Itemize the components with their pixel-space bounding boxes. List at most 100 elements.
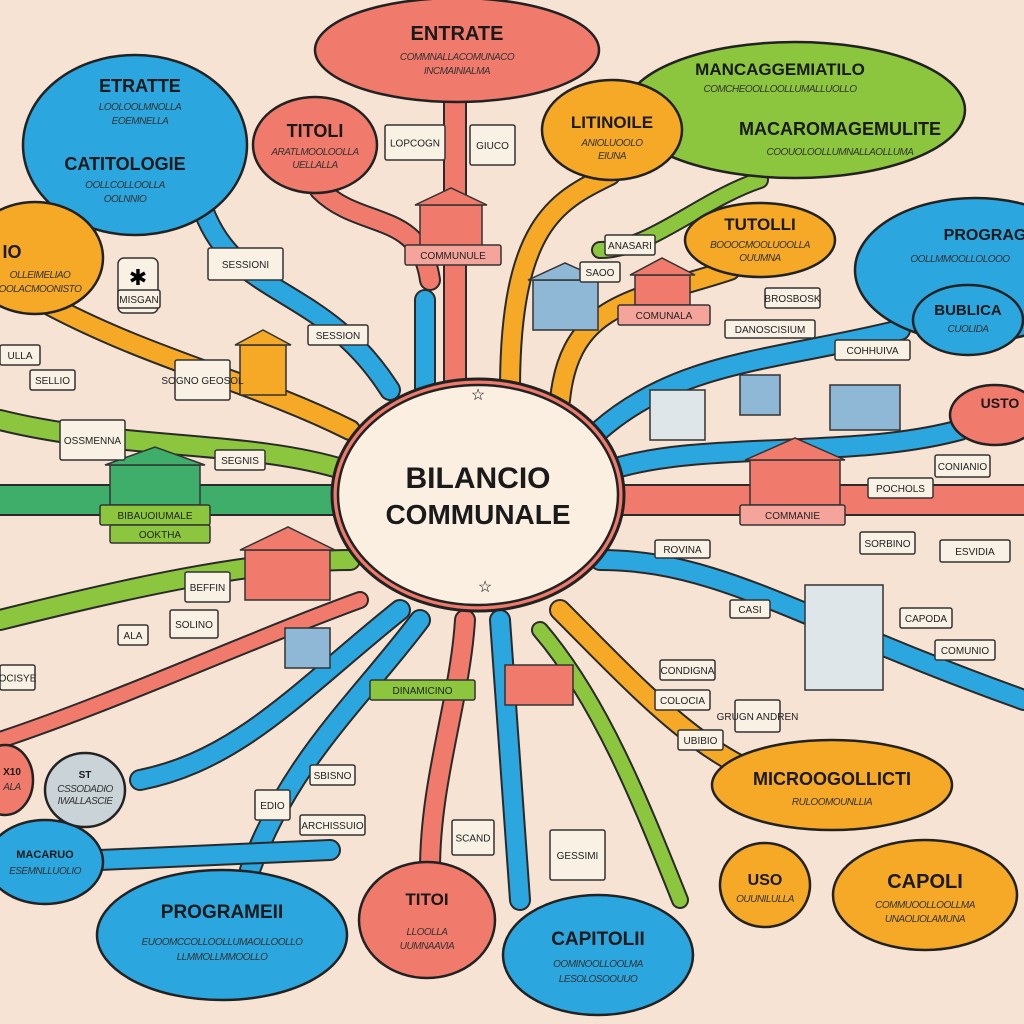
- tag-beffin[interactable]: BEFFIN: [184, 571, 231, 603]
- bubble-subtitle: COMMNALLACOMUNACO: [400, 52, 515, 63]
- tag-dinamicino[interactable]: DINAMICINO: [369, 679, 476, 701]
- tag-comunala[interactable]: COMUNALA: [617, 304, 711, 326]
- tag-sorbino[interactable]: SORBINO: [859, 531, 916, 555]
- label-tags: COMMUNULE COMUNALA COMMANIE BIBAUOIUMALE OOK…: [0, 124, 1011, 881]
- bubble-cssodadio[interactable]: ST CSSODADIO IWALLASCIE: [43, 751, 127, 829]
- bubble-capoli[interactable]: CAPOLI COMMUOOLLOOLLMA UNAOLIOLAMUNA: [831, 838, 1019, 952]
- tag-label: DANOSCISIUM: [735, 325, 806, 336]
- bubble-title: ENTRATE: [411, 23, 504, 45]
- tag-anasari[interactable]: ANASARI: [604, 234, 656, 256]
- bubble-io[interactable]: IO OLLEIMELIAO OOLACMOONISTO: [0, 200, 105, 316]
- bubble-subtitle: UUMNAAVIA: [400, 941, 455, 952]
- tag-danos[interactable]: DANOSCISIUM: [724, 319, 816, 339]
- tag-commanie[interactable]: COMMANIE: [739, 504, 846, 526]
- tag-colocia[interactable]: COLOCIA: [654, 689, 711, 711]
- tag-sessione[interactable]: SESSIONI: [207, 247, 284, 281]
- tag-misgan[interactable]: MISGAN: [117, 289, 161, 309]
- tag-box: [309, 764, 356, 786]
- tag-condigna[interactable]: CONDIGNA: [659, 659, 716, 681]
- building-icons: ✱: [104, 187, 901, 706]
- bubble-left-x10[interactable]: X10 ALA: [0, 743, 35, 817]
- town-hall-icon: [414, 187, 488, 251]
- tag-saoo[interactable]: SAOO: [579, 261, 621, 283]
- tag-bibauoiumale[interactable]: BIBAUOIUMALE: [99, 504, 211, 526]
- tag-casi[interactable]: CASI: [729, 599, 771, 619]
- tag-box: [174, 359, 231, 401]
- tag-label: ULLA: [7, 351, 32, 362]
- tag-sbisno[interactable]: SBISNO: [309, 764, 356, 786]
- bubble-usto[interactable]: USTO: [948, 383, 1024, 447]
- tag-session2[interactable]: SESSION: [307, 324, 369, 346]
- bubble-litinoile[interactable]: LITINOILE ANIOLUOOLO EIUNA: [540, 78, 684, 182]
- tag-label: ROVINA: [663, 545, 702, 556]
- tag-grugn[interactable]: GRUGN ANDREN: [717, 699, 799, 733]
- tag-box: [307, 324, 369, 346]
- tag-box: [29, 369, 76, 391]
- tag-lopcogn[interactable]: LOPCOGN: [384, 124, 446, 161]
- bubble-title: MACARUO: [16, 849, 74, 861]
- central-node-bilancio-comunale[interactable]: ☆ ☆ BILANCIO COMMUNALE: [330, 377, 626, 613]
- pipe-red-left: [0, 593, 367, 747]
- bubble-subtitle: OLLEIMELIAO: [10, 270, 71, 281]
- bubble-titoi[interactable]: TITOI LLOOLLA UUMNAAVIA: [357, 860, 497, 980]
- bubble-programeii[interactable]: PROGRAMEII EUOOMCCOLLOOLLUMAOLLOOLLO LLM…: [95, 868, 349, 1002]
- town-hall-icon: [504, 664, 574, 706]
- tag-ubibio[interactable]: UBIBIO: [677, 729, 724, 751]
- tag-label: ANASARI: [608, 241, 652, 252]
- tag-box: [677, 729, 724, 751]
- tag-segnis[interactable]: SEGNIS: [214, 449, 266, 471]
- tag-ulla[interactable]: ULLA: [0, 344, 41, 366]
- tag-label: OOKTHA: [139, 530, 182, 541]
- tag-ossmenna[interactable]: OSSMENNA: [59, 419, 126, 461]
- tag-scand[interactable]: SCAND: [451, 819, 495, 856]
- bubble-subtitle: BOOOCMOOLUOOLLA: [710, 240, 811, 251]
- tag-brosbosk[interactable]: BROSBOSK: [764, 287, 821, 309]
- bubble-uso[interactable]: USO OUUNILULLA: [718, 841, 812, 929]
- tag-label: COMMUNULE: [420, 251, 486, 262]
- tag-giuco[interactable]: GIUCO: [469, 124, 516, 166]
- bubble-microogollicti[interactable]: MICROOGOLLICTI RULOOMOUNLLIA: [710, 738, 954, 832]
- bubble-title-bublica: BUBLICA: [934, 302, 1002, 319]
- pipe-green-bottom: [533, 623, 687, 907]
- tag-conianio[interactable]: CONIANIO: [934, 454, 991, 478]
- bubble-subtitle: ARATLMOOLOOLLA: [270, 147, 359, 158]
- bubble-prograg[interactable]: PROGRAG OOLLMMOOLLOLOOO BUBLICA CUOLIDA: [853, 196, 1024, 357]
- town-hall-icon: [829, 384, 901, 431]
- tag-archissuio[interactable]: ARCHISSUIO: [299, 814, 366, 836]
- tag-sellio[interactable]: SELLIO: [29, 369, 76, 391]
- bubble-titoli[interactable]: TITOLI ARATLMOOLOOLLA UELLALLA: [251, 95, 379, 195]
- tag-communule[interactable]: COMMUNULE: [404, 244, 502, 266]
- bubble-capitolii[interactable]: CAPITOLII OOMINOOLLOOLMA LESOLOSOOUUO: [501, 893, 695, 1017]
- bubble-title: PROGRAG: [944, 227, 1024, 244]
- bubble-macaruo[interactable]: MACARUO ESEMNLLUOLIO: [0, 818, 105, 906]
- tag-gessimi[interactable]: GESSIMI: [549, 829, 606, 881]
- chart-sign-icon: [649, 389, 706, 441]
- bubble-title: MICROOGOLLICTI: [753, 769, 911, 789]
- tag-edio[interactable]: EDIO: [254, 789, 291, 821]
- tag-ala[interactable]: ALA: [117, 624, 149, 646]
- tag-solino[interactable]: SOLINO: [169, 609, 219, 639]
- tag-esvidia[interactable]: ESVIDIA: [939, 539, 1011, 563]
- bubble-subtitle: LOOLOOLMNOLLA: [99, 102, 182, 113]
- bubble-title: USTO: [981, 395, 1020, 411]
- tag-box: [117, 289, 161, 309]
- tag-pochols[interactable]: POCHOLS: [867, 477, 934, 499]
- bubble-etratte[interactable]: ETRATTE LOOLOOLMNOLLA EOEMNELLA CATITOLO…: [21, 53, 249, 237]
- tag-ookitha[interactable]: OOKTHA: [109, 524, 211, 544]
- bubble-title: IO: [2, 242, 21, 262]
- bubble-title: USO: [748, 872, 783, 889]
- tag-capoda[interactable]: CAPODA: [899, 607, 953, 629]
- tag-box: [207, 247, 284, 281]
- pipe-etratte: [191, 191, 399, 399]
- tag-sogno[interactable]: SOGNO GEOSOL: [161, 359, 244, 401]
- bubble-tutolli[interactable]: TUTOLLI BOOOCMOOLUOOLLA OUUMNA: [683, 201, 837, 279]
- tag-cohhuiva[interactable]: COHHUIVA: [834, 339, 911, 361]
- bubble-entrate[interactable]: ENTRATE COMMNALLACOMUNACO INCMAINIALMA: [313, 0, 601, 104]
- tag-label: SBISNO: [314, 771, 352, 782]
- tag-comunio[interactable]: COMUNIO: [934, 639, 996, 661]
- tag-label: BEFFIN: [190, 583, 226, 594]
- tag-ocisye[interactable]: OCISYE: [0, 664, 37, 691]
- bubble-title: CAPOLI: [887, 871, 963, 893]
- tag-rovina[interactable]: ROVINA: [654, 539, 711, 559]
- bubble-mancaggemiatilo[interactable]: MANCAGGEMIATILO COMCHEOOLLOOLLUMALLUOLLO…: [623, 40, 967, 180]
